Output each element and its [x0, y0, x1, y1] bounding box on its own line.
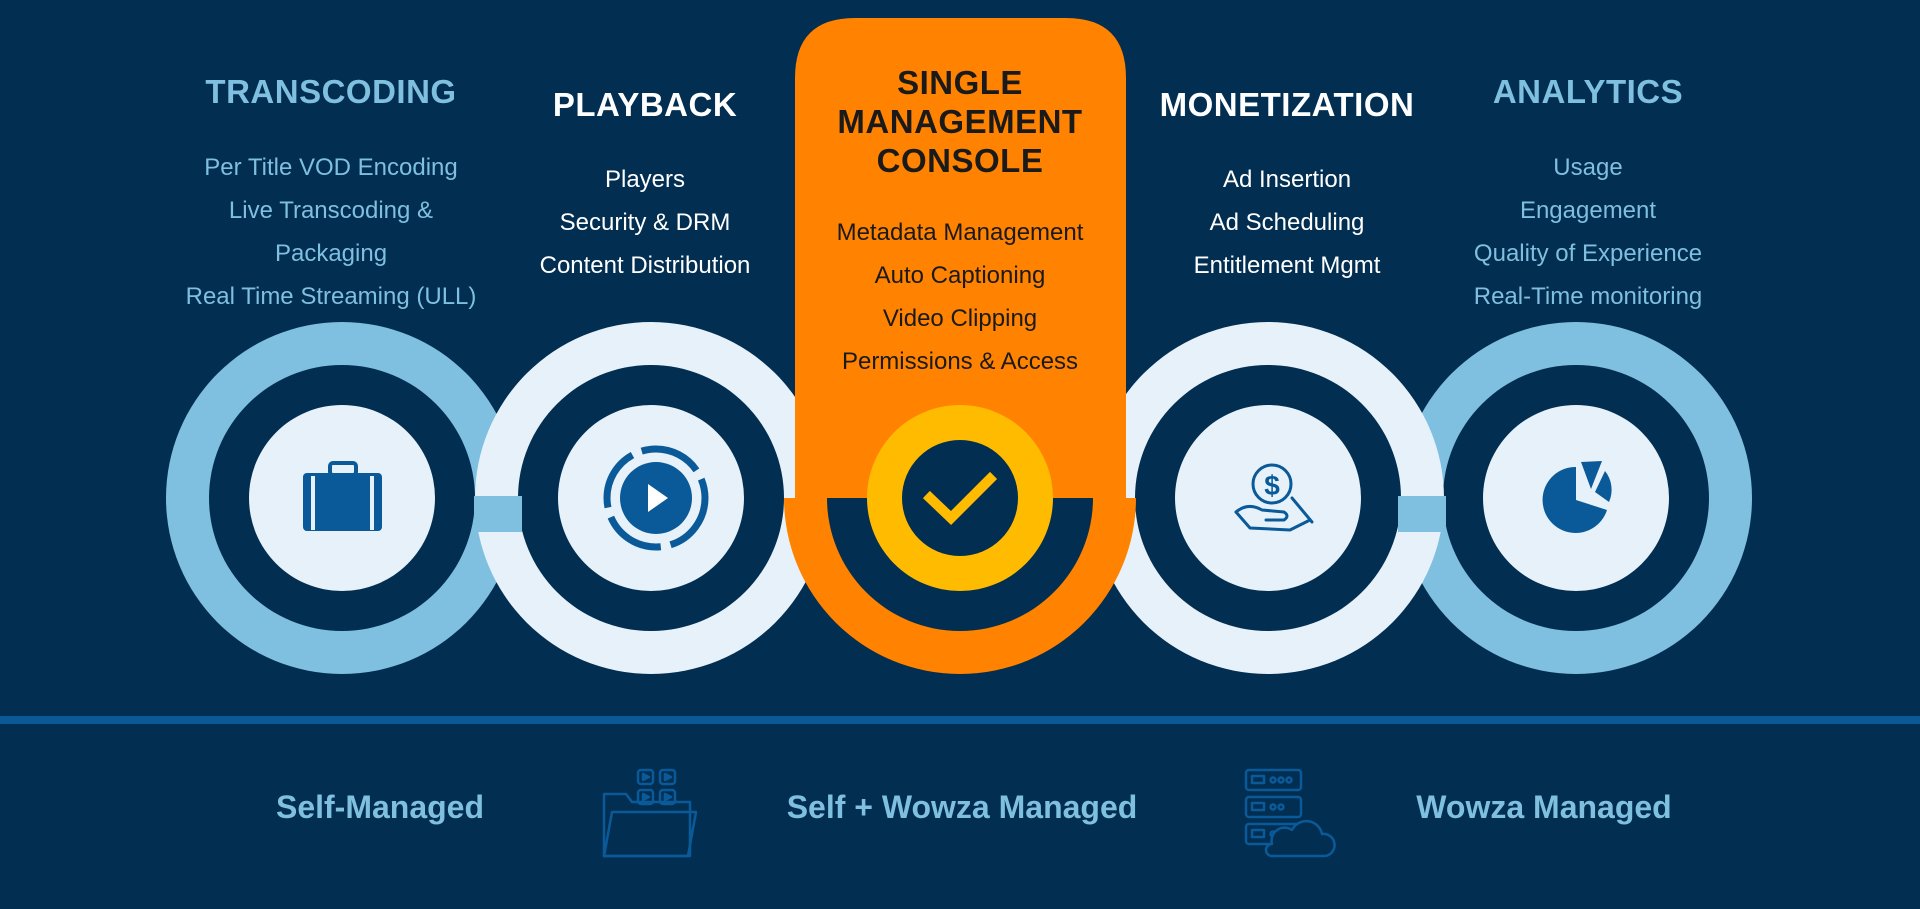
analytics-items: Usage Engagement Quality of Experience R… [1474, 146, 1703, 318]
list-item: Real-Time monitoring [1473, 283, 1703, 310]
console-card [784, 18, 1136, 674]
list-item: Ad Scheduling [1209, 209, 1365, 236]
self-managed-label: Self-Managed [275, 789, 485, 825]
list-item: Entitlement Mgmt [1193, 252, 1381, 279]
money-hand-icon: $ [1234, 463, 1314, 532]
analytics-title: ANALYTICS [1492, 73, 1684, 110]
list-item: Usage [1553, 154, 1623, 181]
list-item: Live Transcoding & [228, 197, 434, 224]
console-title-line: SINGLE [897, 64, 1023, 101]
monetization-items: Ad Insertion Ad Scheduling Entitlement M… [1194, 158, 1381, 287]
list-item: Ad Insertion [1222, 166, 1352, 193]
list-item: Security & DRM [559, 209, 731, 236]
list-item: Auto Captioning [874, 262, 1046, 289]
connector-right [1398, 496, 1446, 532]
console-title-line: CONSOLE [876, 142, 1044, 179]
monetization-title: MONETIZATION [1159, 86, 1415, 123]
checkmark-icon [922, 471, 998, 525]
list-item: Permissions & Access [841, 348, 1079, 375]
list-item: Real Time Streaming (ULL) [185, 283, 477, 310]
list-item: Metadata Management [836, 219, 1084, 246]
list-item: Players [604, 166, 686, 193]
server-cloud-icon [1244, 768, 1336, 858]
playback-items: Players Security & DRM Content Distribut… [540, 158, 751, 287]
list-item: Video Clipping [882, 305, 1038, 332]
transcoding-items: Per Title VOD Encoding Live Transcoding … [186, 146, 477, 318]
monetization-ring [1092, 322, 1444, 674]
console-title-line: MANAGEMENT [837, 103, 1083, 140]
list-item: Per Title VOD Encoding [204, 154, 458, 181]
wowza-managed-label: Wowza Managed [1416, 789, 1672, 825]
transcoding-title: TRANSCODING [205, 73, 457, 110]
pie-chart-icon [1542, 461, 1612, 533]
list-item: Engagement [1519, 197, 1657, 224]
connector-left [474, 496, 522, 532]
list-item: Content Distribution [539, 252, 751, 279]
list-item: Packaging [274, 240, 388, 267]
console-title: SINGLE MANAGEMENT CONSOLE [837, 63, 1082, 180]
console-items: Metadata Management Auto Captioning Vide… [837, 211, 1084, 383]
media-folder-icon [602, 768, 698, 858]
self-wowza-managed-label: Self + Wowza Managed [786, 789, 1138, 825]
svg-text:$: $ [1264, 470, 1280, 501]
play-circle-icon [603, 445, 709, 551]
briefcase-icon [303, 461, 382, 531]
list-item: Quality of Experience [1473, 240, 1703, 267]
playback-title: PLAYBACK [552, 86, 738, 123]
footer-divider [0, 716, 1920, 724]
